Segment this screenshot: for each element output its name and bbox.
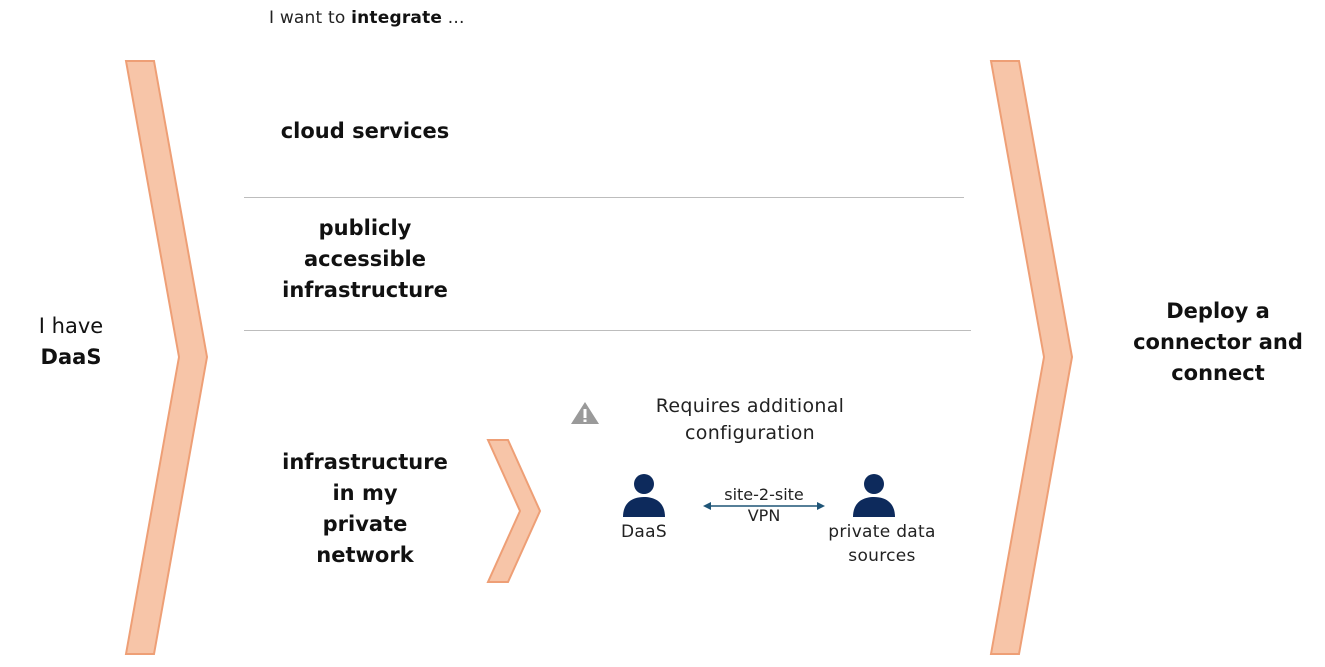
heading-emphasis: integrate	[351, 8, 443, 28]
option-line: publicly	[318, 216, 412, 240]
option-line: network	[316, 543, 414, 567]
right-chevron	[989, 60, 1074, 655]
private-network-chevron	[486, 439, 542, 583]
left-chevron	[124, 60, 209, 655]
warning-triangle-icon	[571, 402, 599, 424]
divider-2	[244, 330, 971, 331]
divider-1	[244, 197, 964, 198]
end-line-2: connector and	[1133, 330, 1303, 354]
private-data-sources-person-icon	[853, 474, 895, 517]
option-line: infrastructure	[282, 278, 448, 302]
page-heading: I want to integrate ...	[269, 8, 465, 28]
option-line: accessible	[304, 247, 426, 271]
requires-configuration-note: Requires additional configuration	[630, 393, 870, 447]
vpn-line-2: VPN	[747, 506, 781, 525]
end-label: Deploy a connector and connect	[1120, 296, 1316, 389]
start-label: I have DaaS	[10, 311, 132, 373]
vpn-line-1: site-2-site	[724, 485, 804, 504]
option-private-network: infrastructure in my private network	[262, 447, 468, 571]
end-line-3: connect	[1171, 361, 1265, 385]
option-public-infrastructure: publicly accessible infrastructure	[262, 213, 468, 306]
start-line-2: DaaS	[40, 345, 102, 369]
start-line-1: I have	[38, 314, 104, 338]
option-line: in my	[332, 481, 398, 505]
node-label-line-1: private data	[828, 522, 936, 542]
note-line-2: configuration	[685, 422, 815, 444]
node-label-line-2: sources	[848, 546, 916, 566]
heading-suffix: ...	[442, 8, 465, 28]
option-line: private	[322, 512, 408, 536]
daas-node-label: DaaS	[621, 522, 667, 542]
vpn-link-label: site-2-site VPN	[704, 484, 824, 526]
end-line-1: Deploy a	[1166, 299, 1270, 323]
heading-prefix: I want to	[269, 8, 352, 28]
option-cloud-services: cloud services	[262, 116, 468, 147]
vpn-arrow	[703, 502, 825, 510]
option-line: infrastructure	[282, 450, 448, 474]
note-line-1: Requires additional	[655, 395, 845, 417]
option-line: cloud services	[280, 119, 450, 143]
daas-person-icon	[623, 474, 665, 517]
private-data-sources-label: private data sources	[807, 520, 957, 568]
